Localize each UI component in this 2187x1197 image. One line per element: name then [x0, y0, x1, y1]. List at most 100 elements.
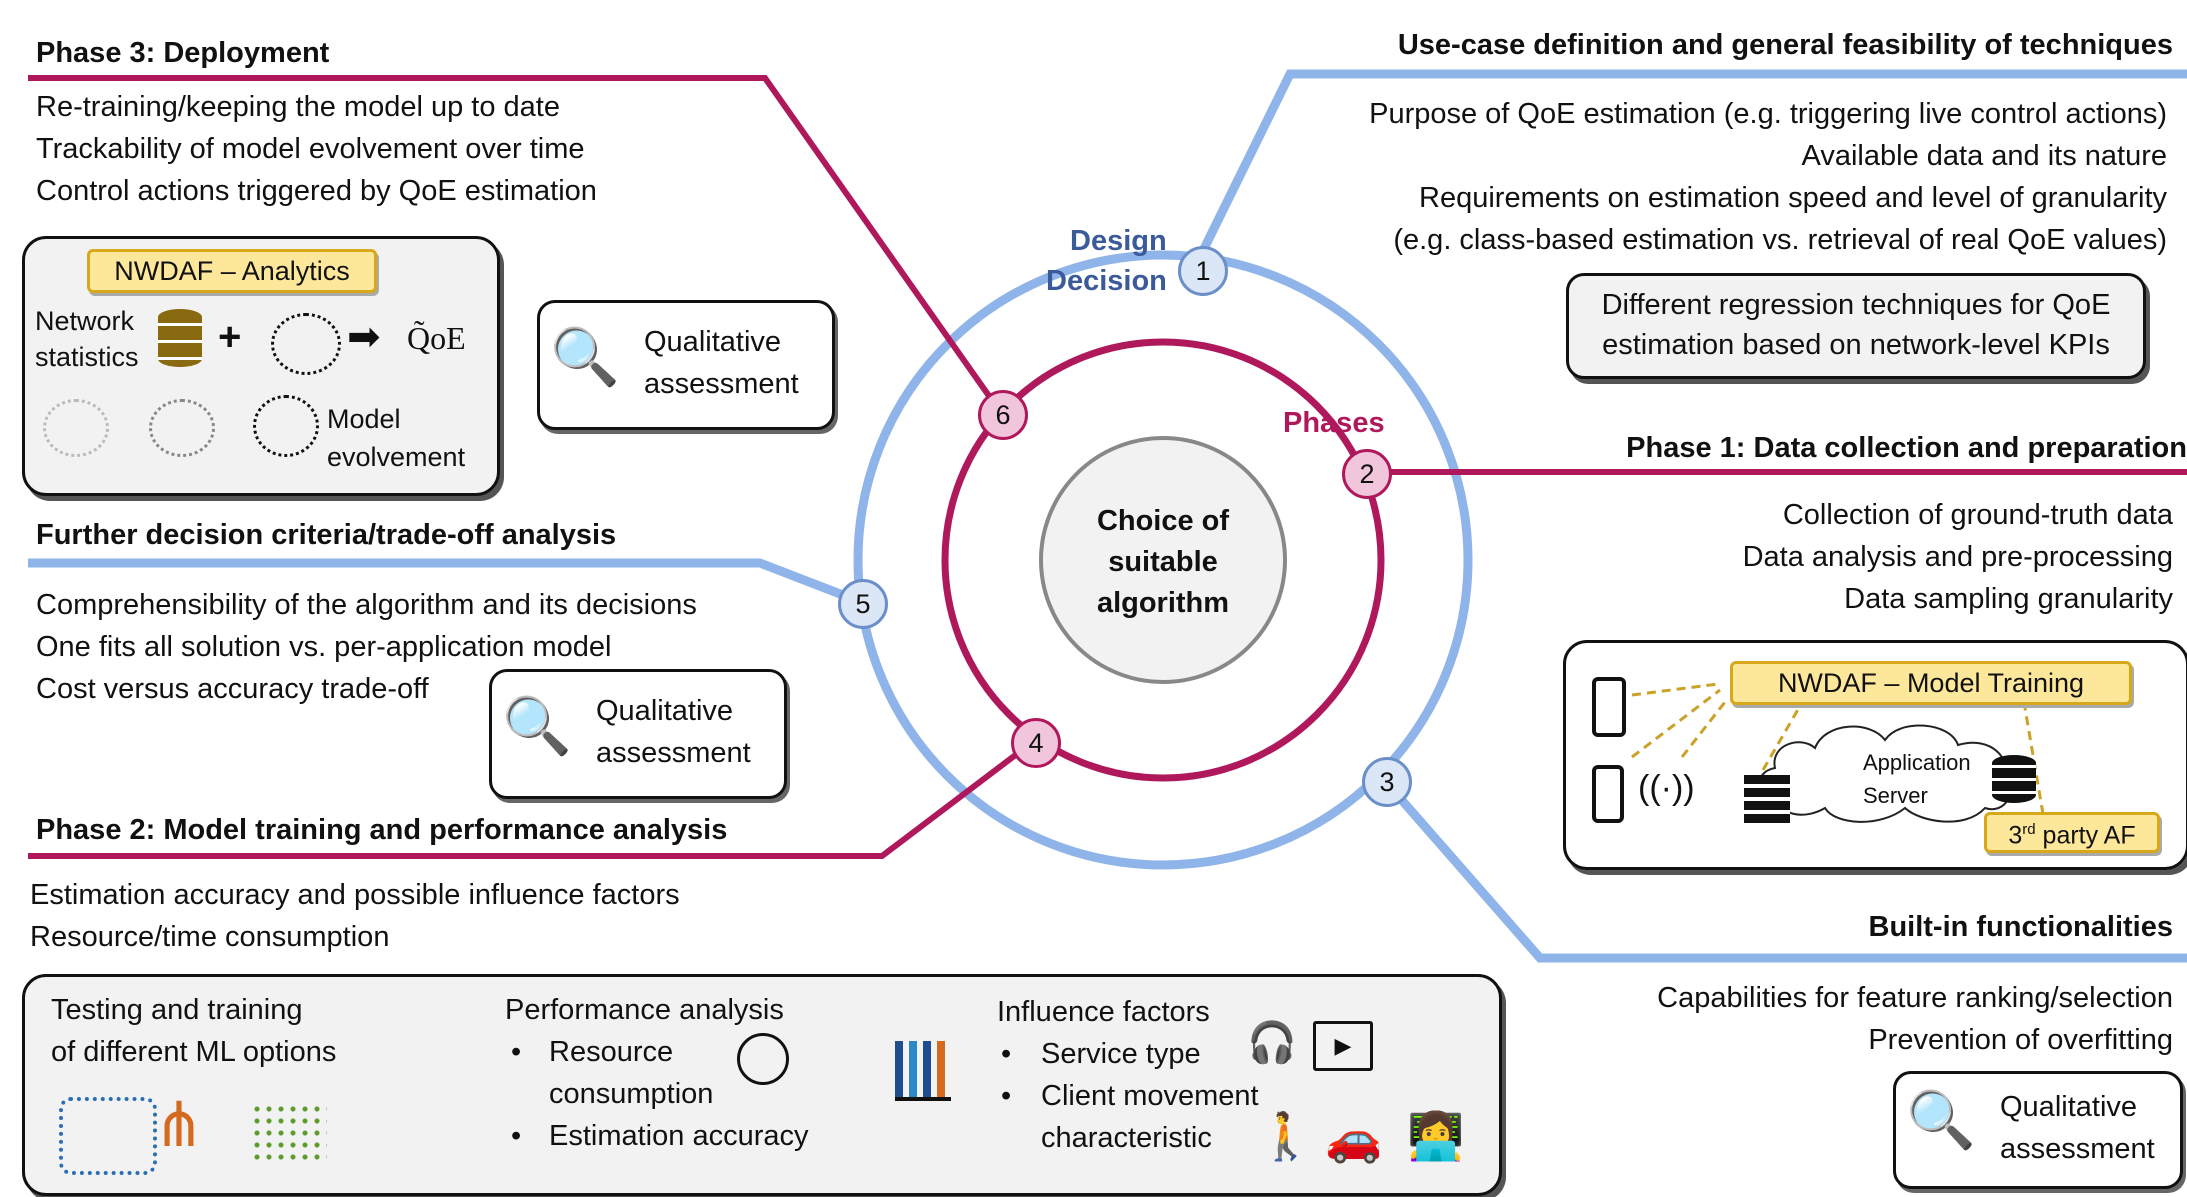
phase2-line-2: Resource/time consumption [30, 921, 390, 953]
center-line-3: algorithm [1096, 587, 1230, 619]
model-evo-label-1: Model [327, 404, 401, 434]
phases-ring [941, 338, 1385, 782]
perf-item-1b: consumption [549, 1078, 714, 1110]
builtin-line-1: Capabilities for feature ranking/selecti… [1657, 982, 2173, 1014]
perf-title: Performance analysis [505, 994, 784, 1026]
model-evo-label-2: evolvement [327, 442, 466, 472]
cloud-shape [1758, 724, 2011, 823]
perf-item-1a: Resource [549, 1036, 674, 1068]
further-title: Further decision criteria/trade-off anal… [36, 519, 617, 551]
perf-bullet-1: • [511, 1036, 522, 1068]
infl-item-2a: Client movement [1041, 1080, 1259, 1112]
qualitative-line-2: assessment [596, 737, 751, 769]
phase1-line-3: Data sampling granularity [1844, 583, 2173, 615]
af-prefix: 3 [2008, 821, 2023, 850]
leader-line-5 [28, 558, 863, 607]
further-line-3: Cost versus accuracy trade-off [36, 673, 429, 705]
marker-5: 5 [838, 579, 888, 629]
design-label-2: Decision [1046, 265, 1167, 297]
network-stats-label-1: Network [35, 306, 135, 336]
people-magnifier-icon: 🔍 [550, 325, 620, 388]
arrow-right-icon: ➡ [347, 315, 381, 359]
plus-icon: + [218, 315, 242, 359]
antenna-icon: ((·)) [1638, 769, 1695, 807]
clock-person-icon [737, 1033, 789, 1085]
data-collection-box: NWDAF – Model Training ((·)) Application… [1563, 640, 2187, 870]
phase3-line-3: Control actions triggered by QoE estimat… [36, 175, 597, 207]
qualitative-box-further: 🔍 Qualitative assessment [489, 669, 787, 799]
leader-line-4 [28, 738, 1036, 859]
phase2-line-1: Estimation accuracy and possible influen… [30, 879, 680, 911]
bar-chart-icon [895, 1041, 951, 1101]
builtin-line-2: Prevention of overfitting [1868, 1024, 2173, 1056]
infl-bullet-1: • [1001, 1038, 1012, 1070]
center-line-1: Choice of [1096, 505, 1230, 537]
infl-item-2b: characteristic [1041, 1122, 1212, 1154]
infl-bullet-2: • [1001, 1080, 1012, 1112]
regression-line-2: estimation based on network-level KPIs [1602, 329, 2110, 361]
marker-1: 1 [1178, 246, 1228, 296]
neural-network-icon [59, 1097, 157, 1175]
marker-3: 3 [1362, 757, 1412, 807]
testing-line-1: Testing and training [51, 994, 303, 1026]
center-circle [1039, 436, 1287, 684]
svm-scatter-icon [251, 1103, 327, 1165]
qualitative-box-builtin: 🔍 Qualitative assessment [1893, 1071, 2183, 1189]
perf-item-2: Estimation accuracy [549, 1120, 809, 1152]
regression-line-1: Different regression techniques for QoE [1601, 289, 2111, 321]
car-icon: 🚗 [1325, 1112, 1383, 1164]
design-decision-ring [853, 250, 1473, 870]
further-line-1: Comprehensibility of the algorithm and i… [36, 589, 697, 621]
server-rack-icon [1744, 775, 1790, 825]
leader-line-3 [1381, 778, 2187, 963]
person-laptop-icon: 👩‍💻 [1407, 1110, 1465, 1162]
qualitative-line-1: Qualitative [2000, 1091, 2138, 1123]
neural-network-mid-icon [149, 399, 215, 457]
marker-6: 6 [978, 390, 1028, 440]
design-label-1: Design [1070, 225, 1167, 257]
smartphone-icon [1592, 677, 1626, 737]
usecase-line-1: Purpose of QoE estimation (e.g. triggeri… [1369, 98, 2167, 130]
app-server-label-2: Server [1863, 783, 1928, 808]
phase3-line-2: Trackability of model evolvement over ti… [36, 133, 585, 165]
deployment-box: NWDAF – Analytics Network statistics + ➡… [22, 236, 500, 496]
third-party-af-label: 3rd party AF [1984, 812, 2160, 854]
people-magnifier-icon: 🔍 [502, 694, 572, 757]
phase1-line-1: Collection of ground-truth data [1782, 499, 2173, 531]
nwdaf-training-label: NWDAF – Model Training [1730, 661, 2132, 705]
phases-label: Phases [1283, 407, 1385, 439]
builtin-title: Built-in functionalities [1868, 911, 2174, 943]
af-suffix: party AF [2035, 821, 2136, 850]
walking-person-icon: 🚶 [1257, 1110, 1315, 1162]
qualitative-box-phase3: 🔍 Qualitative assessment [537, 300, 835, 430]
center-line-2: suitable [1108, 546, 1218, 578]
neural-network-icon [253, 395, 319, 457]
qualitative-line-2: assessment [2000, 1133, 2155, 1165]
people-magnifier-icon: 🔍 [1906, 1088, 1976, 1151]
database-icon [1992, 755, 2036, 803]
phase3-line-1: Re-training/keeping the model up to date [36, 91, 560, 123]
qualitative-line-1: Qualitative [596, 695, 734, 727]
usecase-line-2: Available data and its nature [1801, 140, 2167, 172]
af-superscript: rd [2022, 821, 2036, 838]
testing-line-2: of different ML options [51, 1036, 337, 1068]
usecase-title: Use-case definition and general feasibil… [1397, 29, 2173, 61]
database-icon [158, 309, 202, 367]
decision-tree-icon: ⋔ [153, 1091, 205, 1160]
smartphone-icon [1592, 765, 1624, 823]
phase1-line-2: Data analysis and pre-processing [1742, 541, 2173, 573]
regression-box: Different regression techniques for QoE … [1566, 273, 2146, 379]
headset-icon: 🎧 [1247, 1021, 1297, 1065]
further-line-2: One fits all solution vs. per-applicatio… [36, 631, 612, 663]
model-training-box: Testing and training of different ML opt… [22, 974, 1502, 1196]
infl-item-1: Service type [1041, 1038, 1201, 1070]
perf-bullet-2: • [511, 1120, 522, 1152]
usecase-line-3: Requirements on estimation speed and lev… [1419, 182, 2167, 214]
neural-network-faded-icon [43, 399, 109, 457]
leader-line-6 [28, 75, 1004, 415]
app-server-label-1: Application [1863, 750, 1971, 775]
phase2-title: Phase 2: Model training and performance … [36, 814, 728, 846]
neural-network-icon [271, 313, 341, 375]
video-icon: ▶ [1313, 1021, 1373, 1071]
